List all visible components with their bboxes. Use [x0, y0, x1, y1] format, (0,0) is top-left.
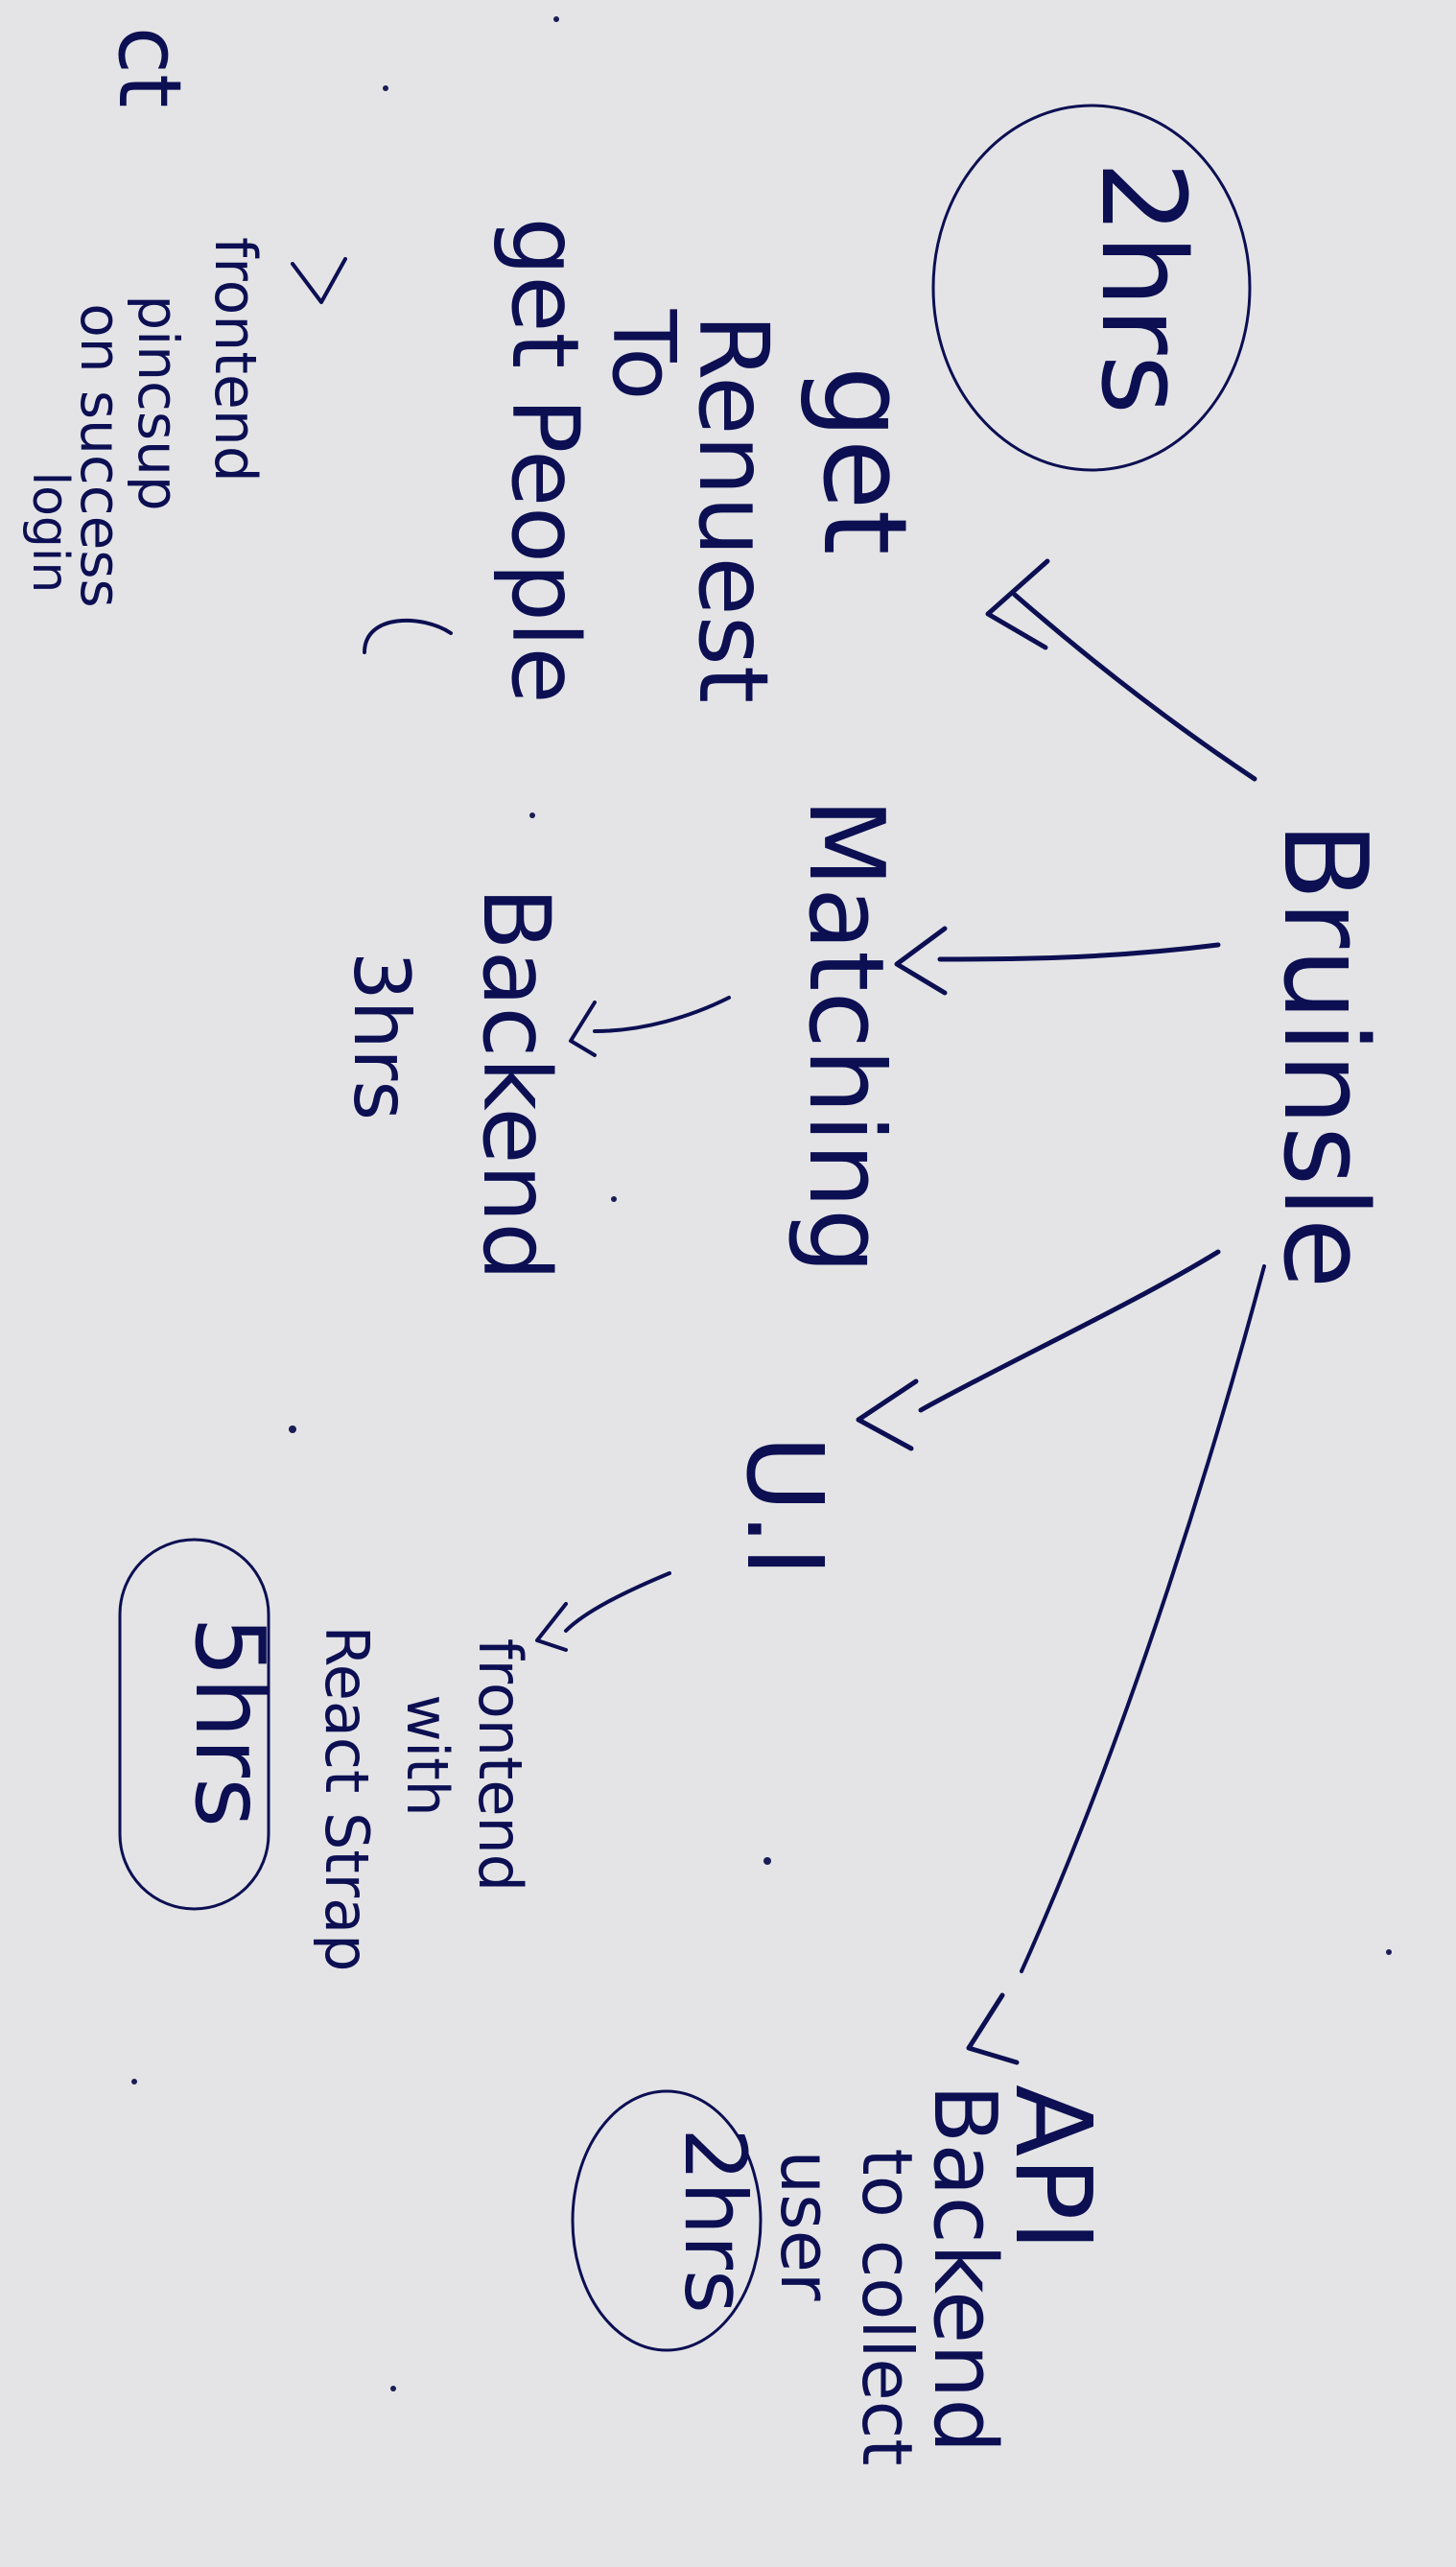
- estimate-api: 2hrs: [666, 2128, 764, 2314]
- speck: [763, 1857, 771, 1865]
- api-line-to-collect: to collect: [847, 2149, 928, 2466]
- estimate-circle-api: [571, 2089, 763, 2352]
- middle-line-backend: Backend: [462, 887, 570, 1281]
- arrowhead-api: [966, 1992, 1020, 2065]
- left-line-request: Renuest: [677, 314, 789, 703]
- arrowhead-ui-frontend: [535, 1602, 568, 1652]
- speck: [383, 85, 388, 91]
- speck: [390, 2386, 396, 2391]
- left-line-frontend: frontend: [201, 237, 269, 483]
- arrowhead-ui: [856, 1378, 919, 1451]
- api-line-api: API: [992, 2084, 1115, 2251]
- estimate-circle-ui: [118, 1538, 270, 1911]
- middle-line-3hrs: 3hrs: [337, 952, 426, 1120]
- connector-root-to-middle: [937, 942, 1221, 962]
- connector-left-lower: [363, 618, 453, 654]
- left-line-get-people: get People: [491, 217, 599, 703]
- arrowhead-left: [985, 558, 1050, 650]
- speck: [1386, 1949, 1392, 1955]
- arrowhead-backend: [569, 1001, 597, 1057]
- speck: [611, 1196, 617, 1202]
- arrowhead-left-lower: [291, 257, 347, 304]
- speck: [289, 1425, 296, 1433]
- api-line-user: user: [765, 2150, 846, 2300]
- connector-root-to-left: [1012, 592, 1257, 782]
- left-line-pincsup: pincsup: [126, 294, 191, 510]
- connector-matching-to-backend: [593, 996, 731, 1033]
- connector-root-to-ui: [918, 1249, 1221, 1413]
- root-node-label: Bruinsle: [1257, 822, 1391, 1289]
- speck: [553, 16, 559, 22]
- left-line-login: login: [21, 472, 79, 594]
- estimate-circle-left: [931, 104, 1252, 472]
- speck: [529, 812, 535, 818]
- middle-line-matching: Matching: [786, 798, 905, 1275]
- left-side-note: ct: [99, 27, 200, 108]
- ui-line-title: U.I: [723, 1435, 846, 1577]
- estimate-ui: 5hrs: [174, 1616, 286, 1827]
- left-line-to: To: [593, 309, 693, 401]
- api-line-backend: Backend: [914, 2084, 1015, 2454]
- connector-root-to-api: [1020, 1264, 1266, 1973]
- connector-ui-to-frontend: [564, 1571, 671, 1633]
- ui-line-frontend: frontend: [465, 1638, 535, 1892]
- arrowhead-middle: [894, 926, 948, 996]
- speck: [131, 2079, 137, 2084]
- ui-line-react-strap: React Strap: [312, 1625, 382, 1971]
- estimate-left: 2hrs: [1075, 161, 1209, 414]
- left-line-on-success: on success: [68, 303, 133, 608]
- left-line-get: get: [797, 365, 930, 554]
- ui-line-with: with: [393, 1694, 460, 1816]
